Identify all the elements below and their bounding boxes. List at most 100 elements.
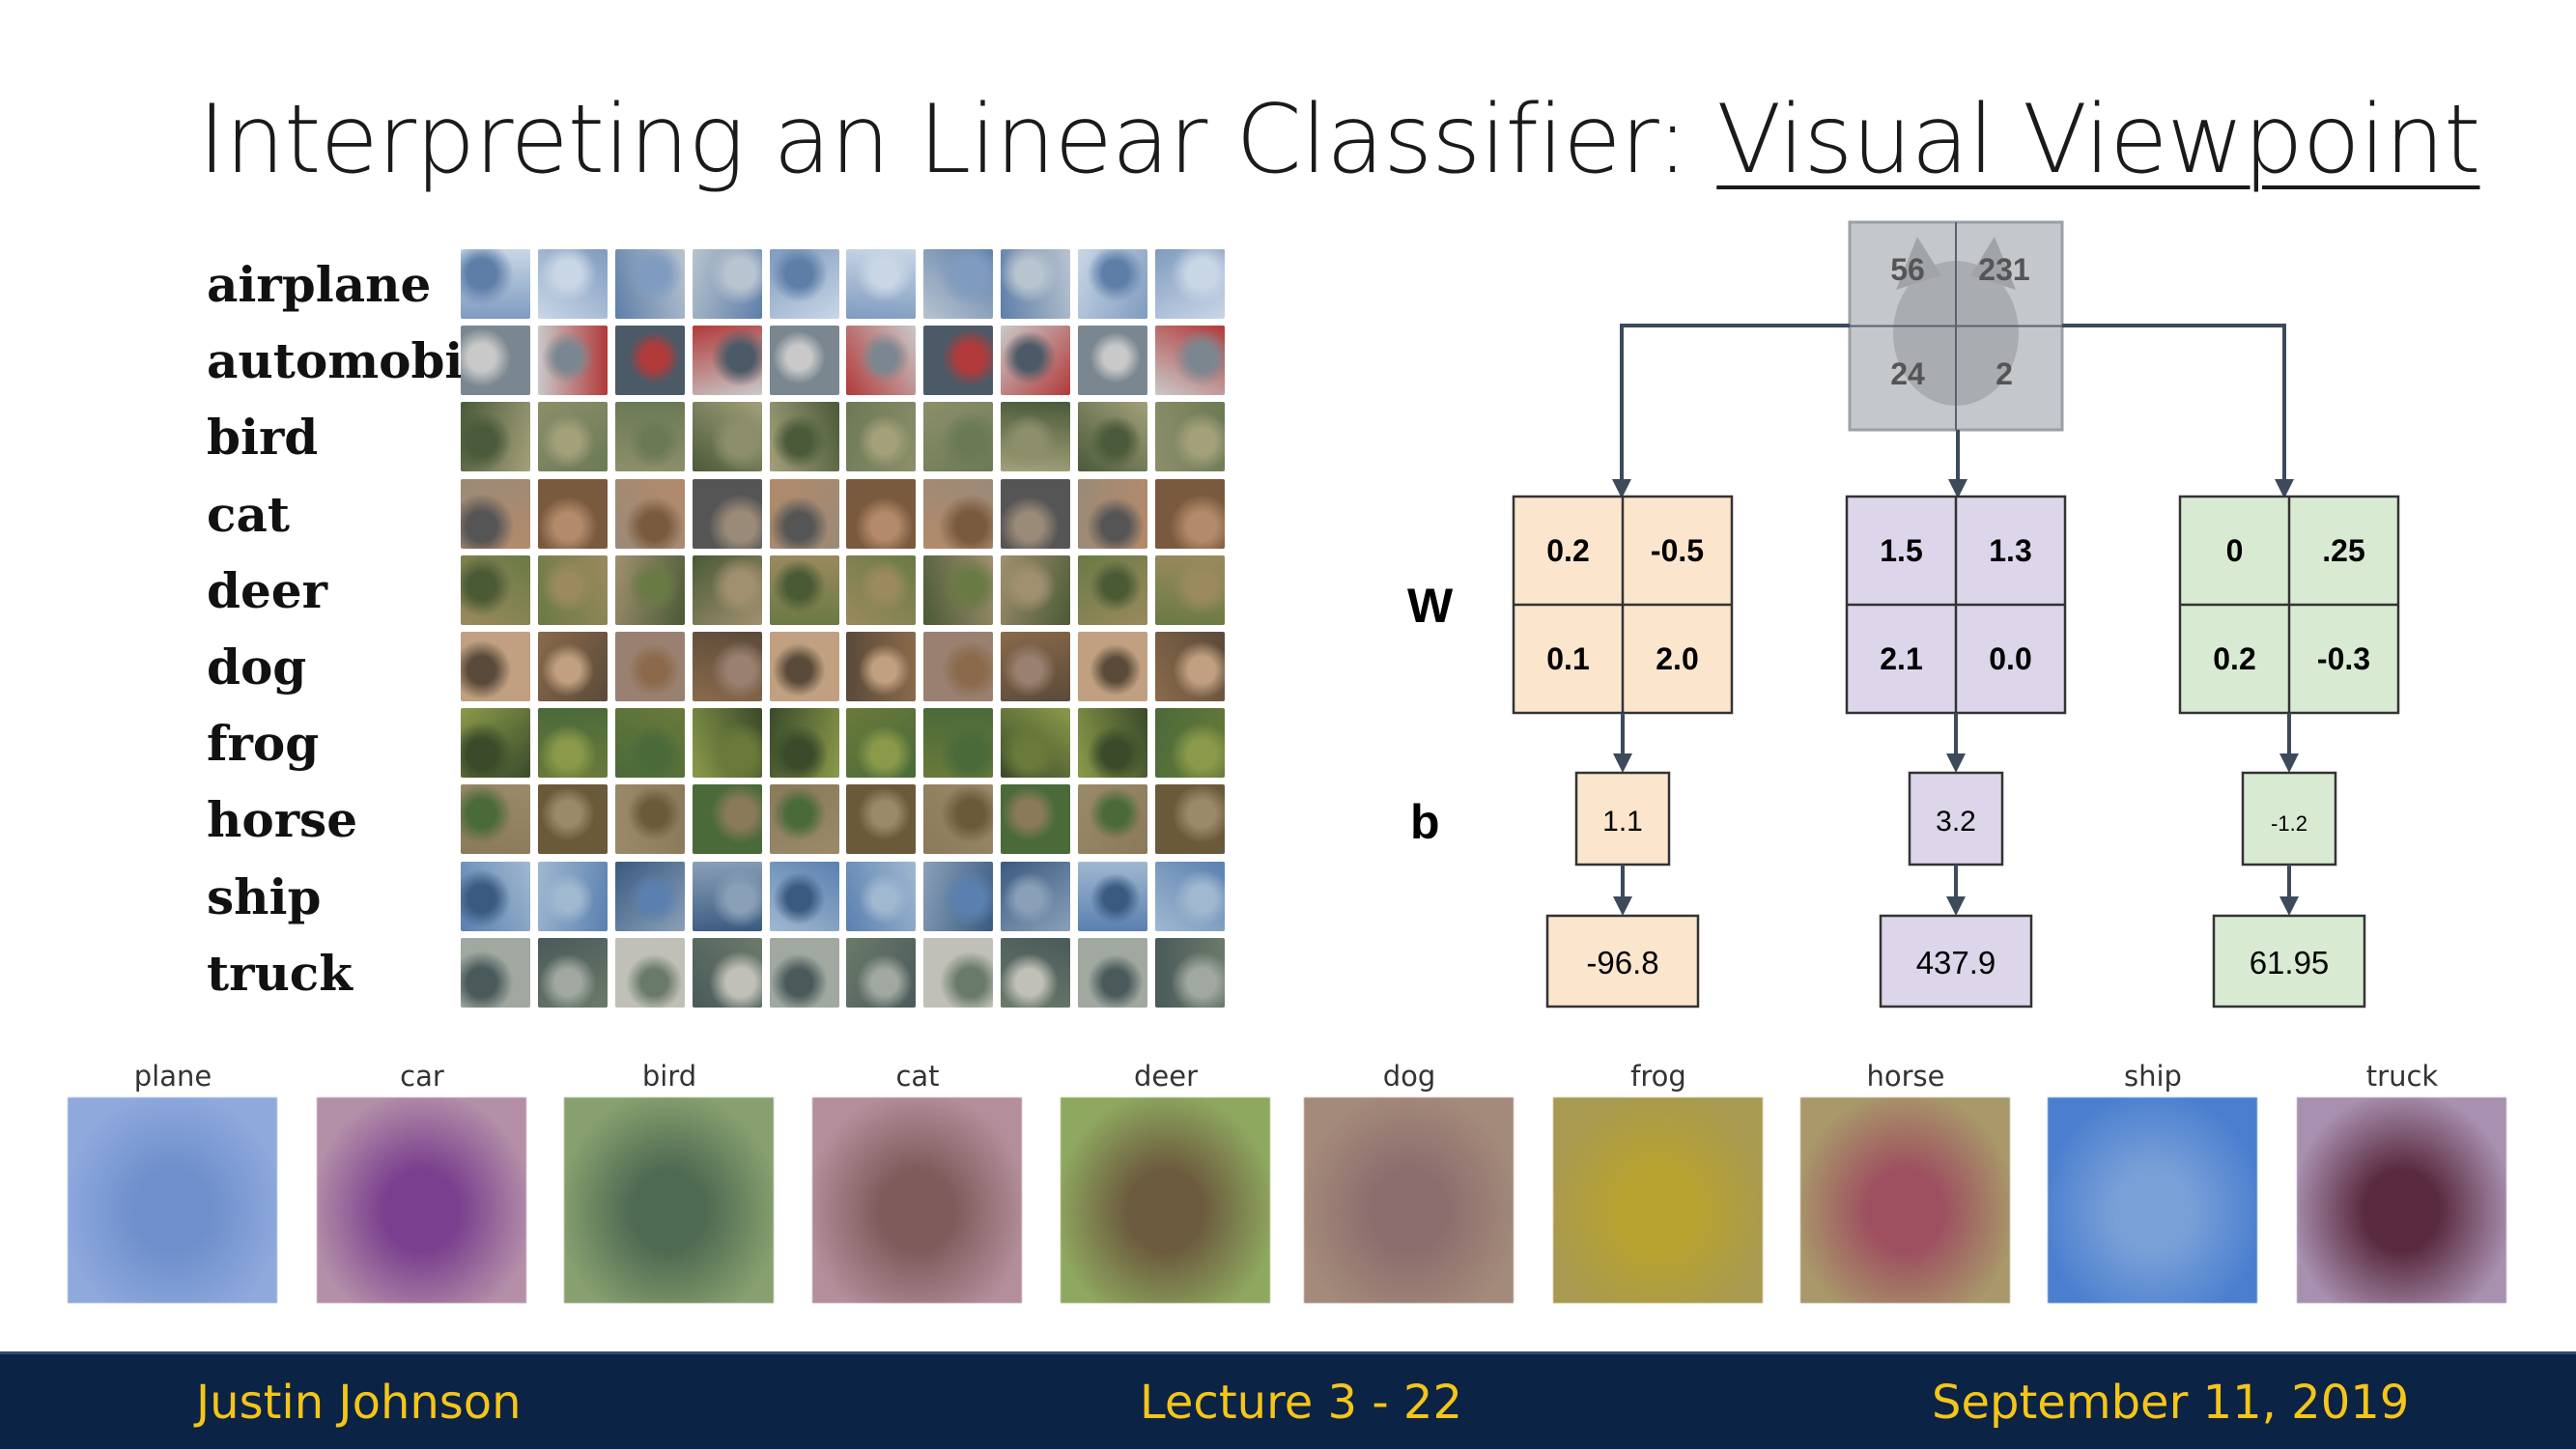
sample-image-ship [692,861,762,931]
bias-value: -1.2 [2271,811,2307,836]
score-value: 437.9 [1916,945,1996,980]
class-label: bird [207,409,319,467]
sample-image-automobile [923,326,994,396]
template-image [812,1097,1022,1303]
template-image [2297,1097,2506,1303]
sample-image-airplane [1078,249,1148,319]
template-image [1061,1097,1270,1303]
sample-image-truck [1078,937,1148,1008]
input-pixel-value: 56 [1890,252,1925,287]
sample-image-airplane [1001,249,1071,319]
sample-image-automobile [537,326,608,396]
sample-image-airplane [923,249,994,319]
sample-image-dog [923,631,994,701]
class-label: truck [207,944,353,1002]
bias-box [2241,771,2337,867]
cat-ear-left [1896,237,1941,290]
sample-image-horse [614,784,685,855]
template-label: deer [1133,1060,1198,1093]
footer-author: Justin Johnson [196,1376,522,1430]
sample-image-horse [537,784,608,855]
sample-image-cat [614,478,685,549]
sample-image-automobile [1155,326,1226,396]
template-image [1304,1097,1514,1303]
bias-value: 3.2 [1936,806,1976,838]
template-label: truck [2365,1060,2439,1093]
template-image [564,1097,774,1303]
sample-image-bird [537,402,608,472]
sample-image-deer [923,554,994,625]
sample-image-ship [923,861,994,931]
slide-title: Interpreting an Linear Classifier: Visua… [198,85,2480,195]
sample-image-deer [1078,554,1148,625]
template-label: horse [1866,1060,1945,1093]
weight-value: 2.1 [1880,641,1922,676]
sample-image-airplane [461,249,530,319]
weight-value: .25 [2322,533,2364,568]
sample-image-frog [537,708,608,779]
sample-image-ship [1155,861,1226,931]
sample-image-truck [769,937,839,1008]
sample-image-bird [461,402,530,472]
sample-image-dog [1078,631,1148,701]
class-label: ship [207,867,322,925]
sample-image-cat [461,478,530,549]
sample-image-airplane [1155,249,1226,319]
sample-image-horse [692,784,762,855]
sample-image-deer [537,554,608,625]
sample-image-airplane [614,249,685,319]
class-label: airplane [207,256,432,313]
sample-image-dog [537,631,608,701]
weight-value: -0.3 [2317,641,2370,676]
sample-image-airplane [537,249,608,319]
connector-arrow [2062,324,2294,498]
class-label: cat [207,485,290,543]
sample-image-airplane [692,249,762,319]
template-label: plane [133,1060,212,1093]
sample-image-truck [692,937,762,1008]
sample-image-truck [1155,937,1226,1008]
sample-image-ship [461,861,530,931]
cat-ear-right [1970,237,2016,290]
sample-image-horse [769,784,839,855]
sample-image-bird [846,402,917,472]
sample-image-frog [1155,708,1226,779]
sample-image-truck [923,937,994,1008]
template-image [68,1097,277,1303]
title-plain: Interpreting an Linear Classifier: [198,85,1717,195]
sample-image-ship [537,861,608,931]
score-box [2212,914,2366,1009]
sample-image-truck [461,937,530,1008]
sample-image-dog [1001,631,1071,701]
sample-image-dog [769,631,839,701]
sample-image-bird [1001,402,1071,472]
sample-image-horse [1155,784,1226,855]
sample-image-cat [923,478,994,549]
sample-image-frog [769,708,839,779]
sample-image-automobile [461,326,530,396]
class-label: dog [207,638,307,696]
score-value: -96.8 [1586,945,1658,980]
template-label: ship [2124,1060,2182,1093]
sample-image-bird [614,402,685,472]
sample-image-cat [1078,478,1148,549]
template-label: bird [641,1060,697,1093]
sample-image-automobile [846,326,917,396]
weight-value: 0.1 [1546,641,1589,676]
sample-image-dog [461,631,530,701]
sample-image-ship [614,861,685,931]
template-image [1800,1097,2010,1303]
sample-image-bird [692,402,762,472]
sample-image-ship [846,861,917,931]
template-label: car [400,1060,444,1093]
sample-image-cat [1155,478,1226,549]
sample-image-horse [923,784,994,855]
sample-image-frog [846,708,917,779]
template-image [317,1097,526,1303]
sample-image-cat [537,478,608,549]
sample-image-ship [769,861,839,931]
sample-image-frog [461,708,530,779]
sample-image-airplane [846,249,917,319]
bias-value: 1.1 [1602,806,1643,838]
